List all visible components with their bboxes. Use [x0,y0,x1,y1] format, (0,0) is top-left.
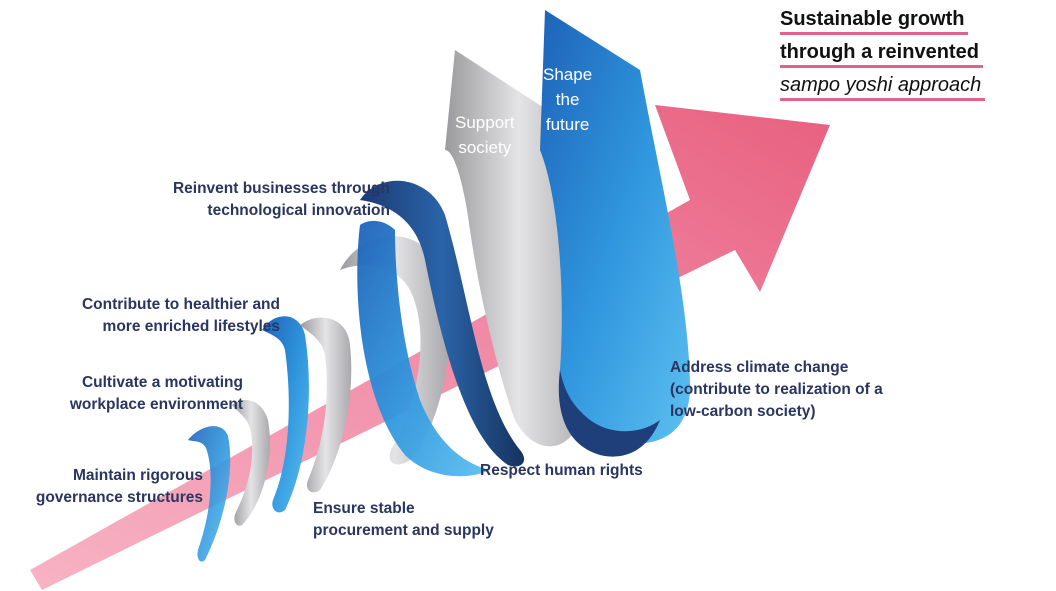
ribbon-loop-navy [360,180,525,467]
ribbon-shape-future-tail [558,370,660,457]
ribbon-loop-governance [188,426,231,562]
headline-line-1: Sustainable growth [780,6,969,35]
label-reinvent-businesses: Reinvent businesses through technologica… [172,180,390,219]
headline-line-3: sampo yoshi approach [780,72,986,101]
ribbon-loop-procurement [300,317,352,493]
ribbon-loop-blue-mid [357,220,490,477]
headline: Sustainable growth through a reinvented … [780,6,986,105]
label-workplace-environment: Cultivate a motivating workplace environ… [69,374,243,413]
ribbon-label-support-society: Support society [455,113,515,157]
label-governance-structures: Maintain rigorous governance structures [35,467,203,506]
label-healthier-lifestyles: Contribute to healthier and more enriche… [81,296,280,335]
label-human-rights: Respect human rights [480,462,643,479]
ribbon-loop-healthier [262,316,309,513]
label-stable-procurement: Ensure stable procurement and supply [313,500,494,539]
ribbon-label-shape-future: Shape the future [543,65,593,134]
ribbon-shape-future [540,10,690,444]
label-climate-change: Address climate change (contribute to re… [670,359,883,420]
headline-line-2: through a reinvented [780,39,983,68]
ribbon-loop-workplace [232,400,270,526]
